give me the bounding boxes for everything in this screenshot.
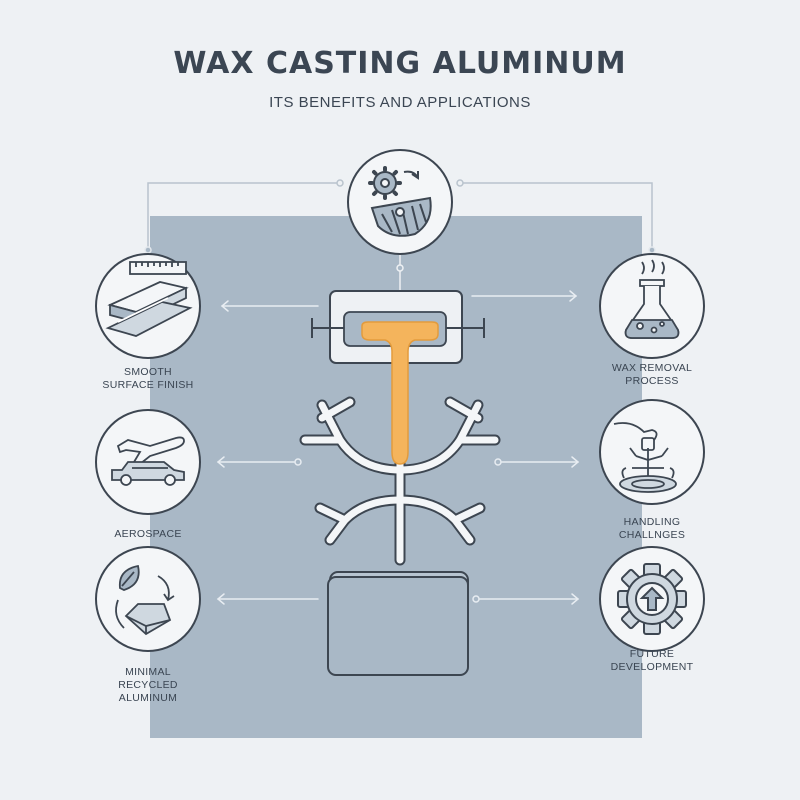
gear-turbine-icon (368, 166, 432, 237)
wax-tree (299, 396, 501, 566)
flask-icon (624, 259, 680, 339)
page-title: WAX CASTING ALUMINUM (173, 46, 627, 81)
casting-block (327, 571, 469, 676)
ruler-plate-icon (105, 261, 193, 337)
side-arrows (216, 290, 580, 605)
label-handling: HANDLING CHALLNGES (618, 516, 686, 541)
circle-top (347, 149, 453, 255)
page-subtitle: ITS BENEFITS AND APPLICATIONS (269, 94, 531, 111)
leaf-ingot-icon (115, 564, 175, 636)
label-smooth-surface: SMOOTH SURFACE FINISH (102, 366, 194, 391)
circle-recycled (95, 546, 201, 652)
label-wax-removal: WAX REMOVAL PROCESS (611, 362, 693, 387)
gear-arrow-icon (617, 563, 687, 635)
label-aerospace: AEROSPACE (114, 528, 182, 540)
label-future: FUTURE DEVELOPMENT (610, 648, 694, 673)
label-recycled: MINIMAL RECYCLED ALUMINUM (118, 666, 178, 704)
circle-handling (599, 399, 705, 505)
plane-car-icon (111, 436, 185, 486)
top-connectors (147, 182, 653, 250)
hand-tree-icon (613, 422, 677, 493)
molten-aluminum (361, 321, 439, 465)
